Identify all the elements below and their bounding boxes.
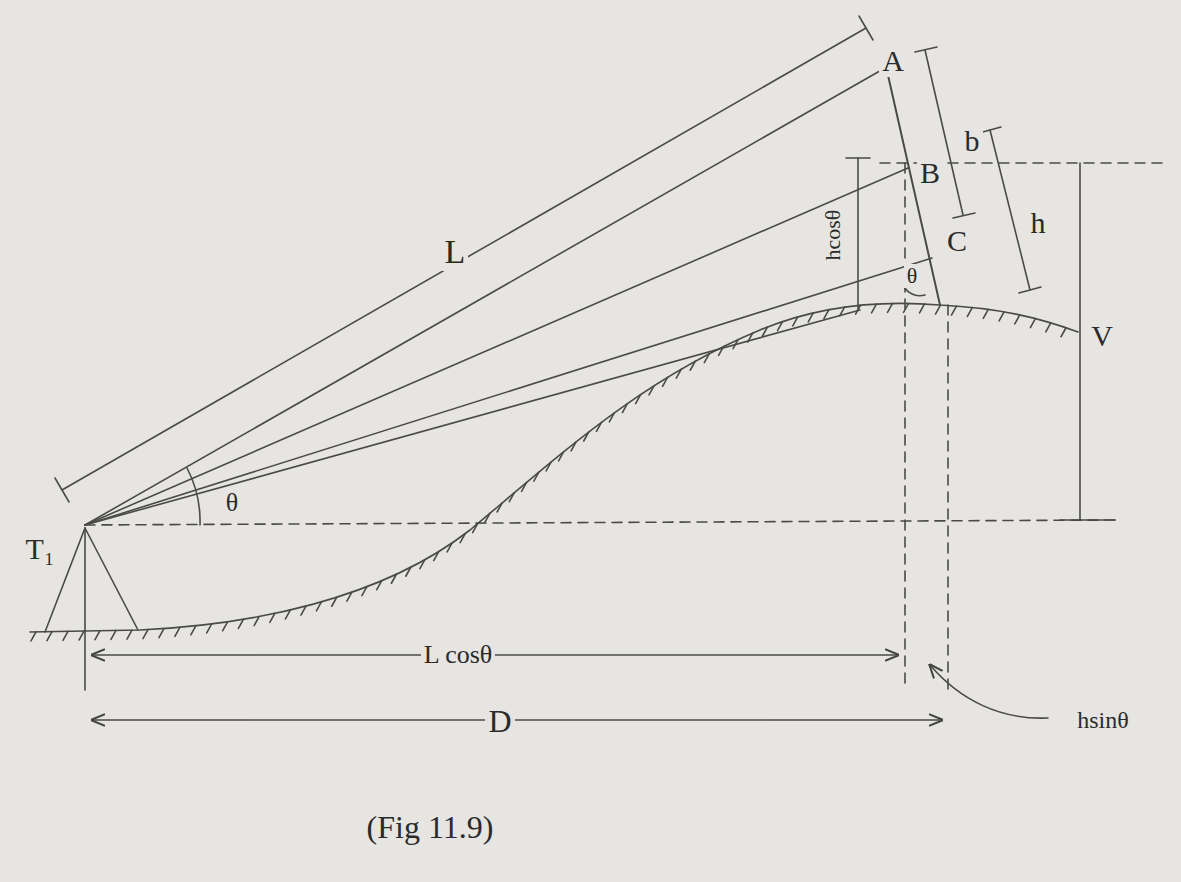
hatch-tick xyxy=(762,327,767,336)
hatch-tick xyxy=(434,552,439,561)
hatch-tick xyxy=(999,312,1004,321)
hatch-tick xyxy=(191,626,196,635)
hatch-tick xyxy=(207,624,212,633)
hatch-tick xyxy=(690,361,695,370)
vertical-dashed xyxy=(947,305,949,690)
hatch-tick xyxy=(824,310,829,319)
hatch-tick xyxy=(808,313,813,322)
leader-line xyxy=(930,665,1048,718)
ground-profile xyxy=(30,303,1078,632)
hatch-tick xyxy=(301,606,306,615)
dimension-label: B xyxy=(917,156,943,189)
hatch-tick xyxy=(497,503,502,512)
hatch-tick xyxy=(935,305,940,314)
dimension-label: A xyxy=(879,44,907,77)
hatch-tick xyxy=(238,619,243,628)
hatch-tick xyxy=(406,567,411,576)
l-dimension xyxy=(55,16,873,502)
hatch-tick xyxy=(951,306,956,315)
hatch-tick xyxy=(704,354,709,363)
hatch-tick xyxy=(79,631,84,640)
vertical-dashed xyxy=(904,163,906,690)
figure-caption: (Fig 11.9) xyxy=(364,810,497,845)
dimension-label: C xyxy=(944,224,970,257)
hatch-tick xyxy=(983,309,988,318)
horizontal-line xyxy=(85,520,1115,525)
hatch-tick xyxy=(636,395,641,404)
dimension-label: θ xyxy=(904,264,921,288)
hatch-tick xyxy=(509,493,514,502)
dimension-label: hcosθ xyxy=(821,207,845,264)
hatch-tick xyxy=(663,377,668,386)
angle-arc xyxy=(187,468,200,525)
hatch-tick xyxy=(676,369,681,378)
hatch-tick xyxy=(534,472,539,481)
hatch-tick xyxy=(793,317,798,326)
hatch-tick xyxy=(485,513,490,522)
hatch-tick xyxy=(596,422,601,431)
tripod xyxy=(45,528,138,690)
hatch-tick xyxy=(223,622,228,631)
hatch-tick xyxy=(111,630,116,639)
hatch-tick xyxy=(270,613,275,622)
hatch-tick xyxy=(447,543,452,552)
hatch-tick xyxy=(888,303,893,312)
hatch-tick xyxy=(609,413,614,422)
hatch-tick xyxy=(622,404,627,413)
hatch-tick xyxy=(1015,315,1020,324)
v-dimension xyxy=(1060,163,1115,520)
hatch-tick xyxy=(1046,323,1051,332)
angle-arc xyxy=(905,288,925,296)
hcos-dimension xyxy=(846,158,870,310)
hatch-tick xyxy=(391,574,396,583)
hatch-tick xyxy=(285,610,290,619)
dimension-label: h xyxy=(1028,206,1049,239)
hatch-tick xyxy=(47,632,52,641)
hatch-tick xyxy=(347,592,352,601)
hatch-tick xyxy=(31,632,36,641)
hatch-tick xyxy=(872,304,877,313)
hatch-tick xyxy=(460,534,465,543)
ground-hatching xyxy=(31,303,1066,641)
hatch-tick xyxy=(175,627,180,636)
dimension-label: hsinθ xyxy=(1074,707,1132,733)
hatch-tick xyxy=(362,587,367,596)
dimension-label: θ xyxy=(223,489,241,518)
dimension-label: L cosθ xyxy=(421,641,496,670)
hatch-tick xyxy=(143,630,148,639)
hatch-tick xyxy=(473,524,478,533)
hatch-tick xyxy=(127,630,132,639)
dimension-label: T₁ xyxy=(23,532,58,565)
hatch-tick xyxy=(584,432,589,441)
hatch-tick xyxy=(420,560,425,569)
hatch-tick xyxy=(777,322,782,331)
hatch-tick xyxy=(1061,328,1066,337)
lines-of-sight xyxy=(85,68,932,525)
hatch-tick xyxy=(920,304,925,313)
d-dimension xyxy=(92,719,942,721)
dimension-label: D xyxy=(485,704,514,739)
hatch-tick xyxy=(571,442,576,451)
dimension-label: V xyxy=(1088,319,1116,352)
hatch-tick xyxy=(316,602,321,611)
hatch-tick xyxy=(63,631,68,640)
hatch-tick xyxy=(522,482,527,491)
hatch-tick xyxy=(159,629,164,638)
hatch-tick xyxy=(377,581,382,590)
hatch-tick xyxy=(95,631,100,640)
hatch-tick xyxy=(559,452,564,461)
dimension-label: L xyxy=(442,233,469,270)
hatch-tick xyxy=(1030,319,1035,328)
hatch-tick xyxy=(254,617,259,626)
hatch-tick xyxy=(967,307,972,316)
hatch-tick xyxy=(649,386,654,395)
dimension-label: b xyxy=(962,124,983,157)
hatch-tick xyxy=(546,462,551,471)
hatch-tick xyxy=(332,597,337,606)
